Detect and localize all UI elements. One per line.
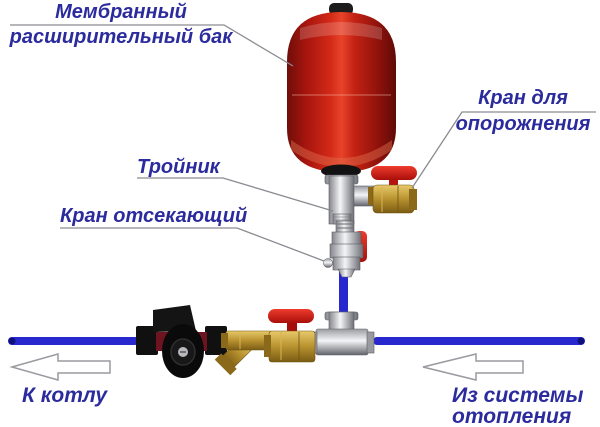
supply-pipe-left — [8, 337, 139, 345]
strainer-inlet-nut — [221, 333, 228, 348]
ball-valve-collar — [264, 335, 271, 357]
supply-pipe-right — [373, 337, 585, 345]
flow-arrows — [9, 353, 524, 381]
tank-body — [287, 12, 396, 172]
shutoff-valve-hex-bottom — [332, 256, 361, 271]
flow-arrow-right — [422, 353, 524, 381]
shutoff-valve-drain-cap — [323, 258, 333, 268]
leader-line-tank — [10, 24, 294, 67]
leader-line-drain-valve — [411, 111, 596, 189]
shutoff-valve-tip — [337, 268, 356, 278]
tank-air-valve-cap — [329, 3, 353, 15]
pump-union-left — [136, 326, 158, 355]
shutoff-valve-body — [329, 243, 364, 259]
tank-bottom-sheen — [291, 140, 392, 167]
pipe-end-right — [577, 337, 585, 345]
label-tee: Тройник — [137, 156, 220, 178]
tee-fitting-bottom — [309, 311, 375, 356]
label-to-boiler: К котлу — [22, 384, 108, 407]
expansion-tank — [287, 3, 396, 178]
ball-valve-handle-stem — [287, 321, 297, 333]
shutoff-valve — [323, 220, 367, 278]
drain-valve — [368, 166, 417, 214]
ball-valve-handle — [268, 309, 314, 323]
leader-line-tee — [137, 177, 334, 212]
ball-valve — [264, 309, 316, 363]
tank-gloss-highlight — [300, 22, 382, 40]
drain-valve-handle-stem — [389, 178, 398, 188]
label-from-system-line2: отопления — [452, 405, 572, 427]
strainer-leg-cap — [214, 353, 237, 376]
label-drain-valve-line1: Кран для — [478, 87, 568, 109]
leader-lines — [10, 24, 596, 262]
drain-valve-handle — [371, 166, 417, 180]
main-pipe — [8, 337, 585, 345]
tee-fitting-top — [324, 174, 375, 225]
tee-bottom-body — [315, 328, 369, 356]
shutoff-valve-nipple — [335, 220, 355, 234]
drain-valve-body — [372, 184, 415, 214]
leader-line-shutoff-valve — [60, 227, 325, 262]
label-shutoff-valve: Кран отсекающий — [60, 205, 248, 227]
riser-pipe — [339, 271, 348, 321]
label-expansion-tank-line1: Мембранный — [55, 1, 187, 23]
y-strainer — [214, 330, 273, 376]
tank-flange — [321, 164, 361, 178]
pipe-end-left — [8, 337, 16, 345]
label-drain-valve-line2: опорожнения — [455, 113, 591, 135]
drain-valve-nut — [368, 187, 374, 205]
drain-valve-outlet — [409, 189, 417, 210]
circulation-pump — [136, 305, 227, 378]
label-from-system-line1: Из системы — [452, 384, 584, 407]
shutoff-valve-hex-top — [331, 231, 362, 246]
label-expansion-tank-line2: расширительный бак — [9, 26, 233, 48]
tee-bottom-collar-right — [366, 331, 375, 354]
flow-arrow-left — [9, 353, 111, 381]
ball-valve-body — [268, 330, 316, 363]
